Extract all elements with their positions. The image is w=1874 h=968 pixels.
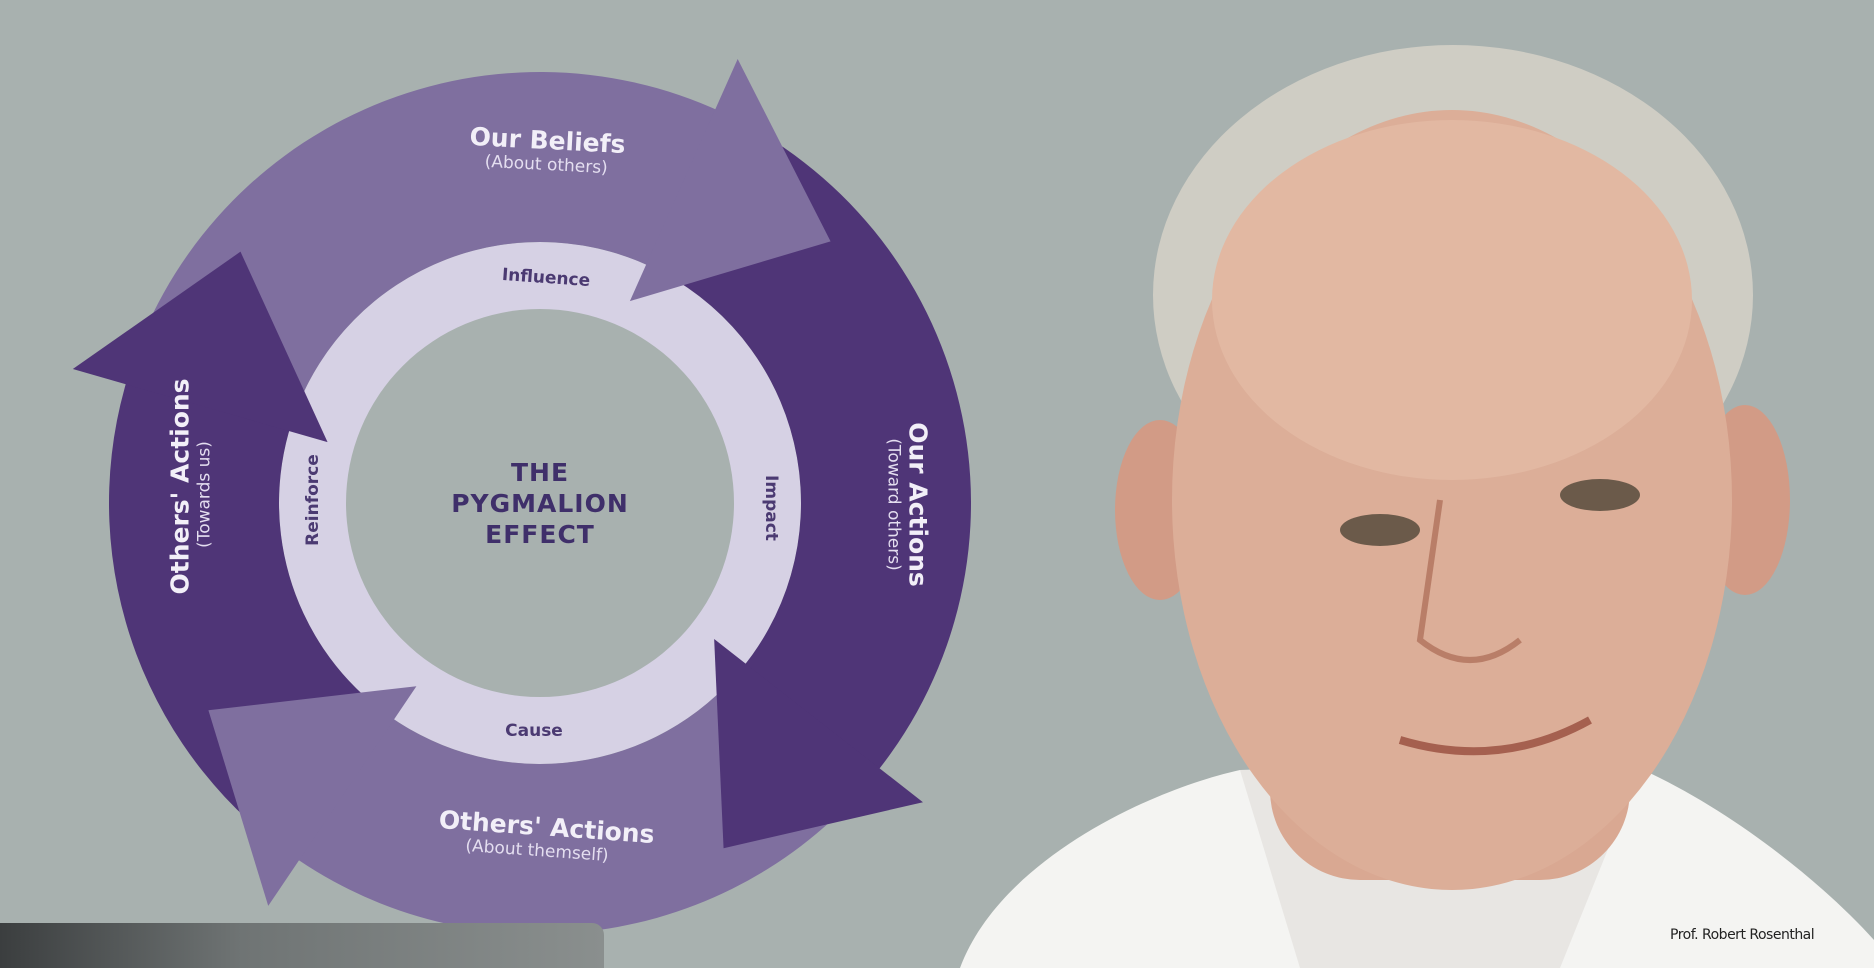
arrowhead-icon	[629, 59, 831, 302]
title-line: THE	[510, 458, 570, 487]
arrowhead-icon	[208, 686, 417, 906]
arrow-segment	[274, 677, 861, 934]
link-reinforce: Reinforce	[303, 454, 323, 546]
diagram-title: THE PYGMALION EFFECT	[420, 457, 660, 550]
video-control-bar[interactable]	[0, 923, 604, 968]
segment-subtitle: (Towards us)	[194, 441, 215, 548]
segment-subtitle: (Toward others)	[883, 438, 904, 571]
segment-our-beliefs: Our Beliefs (About others)	[446, 121, 648, 180]
link-cause: Cause	[505, 721, 563, 741]
arrowhead-icon	[714, 639, 923, 849]
segment-our-actions: Our Actions (Toward others)	[884, 405, 933, 605]
link-impact: Impact	[761, 475, 781, 541]
arrow-segment	[134, 72, 743, 414]
photo-caption: Prof. Robert Rosenthal	[1670, 927, 1815, 943]
segment-title: Others' Actions	[165, 378, 195, 595]
segment-title: Our Actions	[903, 422, 933, 587]
title-line: EFFECT	[485, 520, 595, 549]
title-line: PYGMALION	[451, 489, 629, 518]
center-circle	[346, 309, 734, 697]
arrow-segment	[662, 122, 971, 792]
arrowhead-icon	[72, 251, 328, 443]
segment-others-actions-towards-us: Others' Actions (Towards us)	[165, 378, 215, 595]
